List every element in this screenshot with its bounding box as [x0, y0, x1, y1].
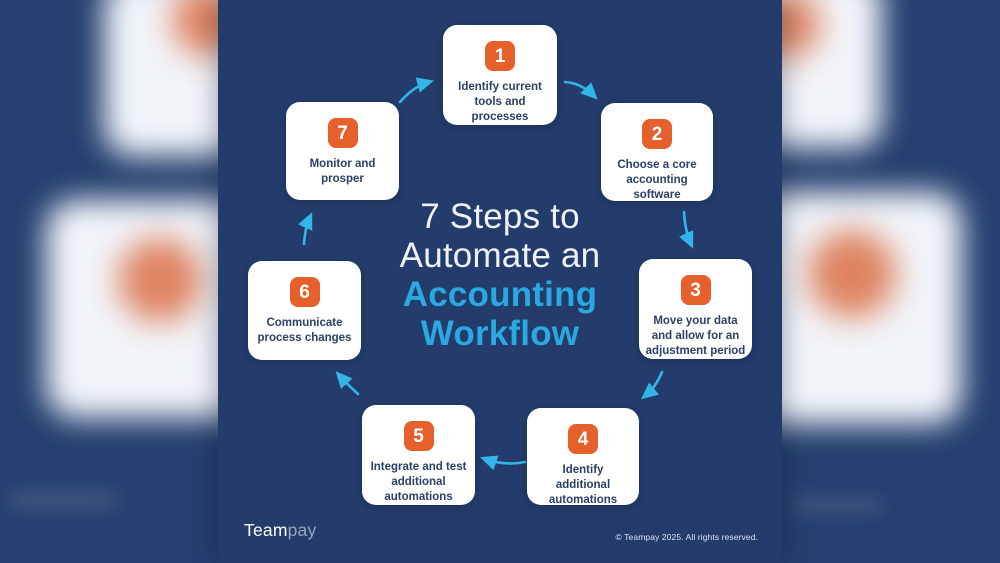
step-number: 2	[651, 123, 663, 145]
step-number: 4	[577, 428, 589, 450]
step-label: Move your data and allow for an adjustme…	[645, 315, 746, 358]
step-card-5: 5 Integrate and test additional automati…	[362, 405, 475, 505]
step-card-1: 1 Identify current tools and processes	[443, 25, 557, 125]
arrow-step1-to-step2-icon	[563, 80, 598, 100]
blurred-orange-blob	[808, 230, 896, 318]
title-line-4: Workflow	[420, 314, 580, 353]
step-label: Monitor and prosper	[309, 158, 376, 186]
step-card-2: 2 Choose a core accounting software	[601, 103, 713, 201]
step-label: Identify additional automations	[548, 464, 618, 507]
step-card-6: 6 Communicate process changes	[248, 261, 361, 360]
title-line-3: Accounting	[402, 275, 598, 314]
arrow-step7-to-step1-icon	[398, 77, 435, 104]
title-line-1: 7 Steps to	[420, 197, 580, 236]
step-number-badge: 5	[403, 421, 434, 451]
step-number-badge: 6	[289, 277, 320, 307]
blurred-orange-blob	[118, 238, 202, 322]
step-label: Integrate and test additional automation…	[370, 461, 467, 504]
step-number-badge: 4	[568, 424, 598, 454]
step-card-4: 4 Identify additional automations	[527, 408, 639, 506]
step-number: 6	[299, 281, 310, 303]
step-number-badge: 7	[327, 118, 358, 148]
blurred-text-band	[792, 498, 882, 512]
step-number-badge: 3	[680, 275, 711, 305]
step-number: 5	[413, 425, 424, 447]
infographic-title: 7 Steps to Automate an Accounting Workfl…	[218, 197, 782, 353]
arrow-step5-to-step6-icon	[335, 371, 360, 396]
step-label: Identify current tools and processes	[458, 81, 542, 124]
arrow-step4-to-step5-icon	[480, 455, 527, 471]
step-number-badge: 2	[642, 119, 672, 149]
step-label: Choose a core accounting software	[617, 159, 697, 202]
background-blur-left	[0, 0, 218, 563]
logo-pay-text: pay	[287, 520, 317, 540]
title-line-2: Automate an	[399, 236, 601, 275]
step-number: 7	[337, 122, 348, 144]
background-blur-right	[782, 0, 1000, 563]
step-card-3: 3 Move your data and allow for an adjust…	[639, 259, 752, 359]
logo-team-text: Team	[244, 520, 288, 540]
arrow-step3-to-step4-icon	[640, 370, 664, 400]
step-number-badge: 1	[485, 41, 515, 71]
blurred-text-band	[8, 492, 118, 508]
step-number: 1	[494, 45, 506, 67]
step-number: 3	[690, 279, 701, 301]
infographic-panel: 7 Steps to Automate an Accounting Workfl…	[218, 0, 782, 563]
step-card-7: 7 Monitor and prosper	[286, 102, 399, 200]
copyright-text: © Teampay 2025. All rights reserved.	[615, 532, 758, 542]
step-label: Communicate process changes	[257, 317, 352, 345]
teampay-logo: Teampay	[244, 520, 316, 541]
